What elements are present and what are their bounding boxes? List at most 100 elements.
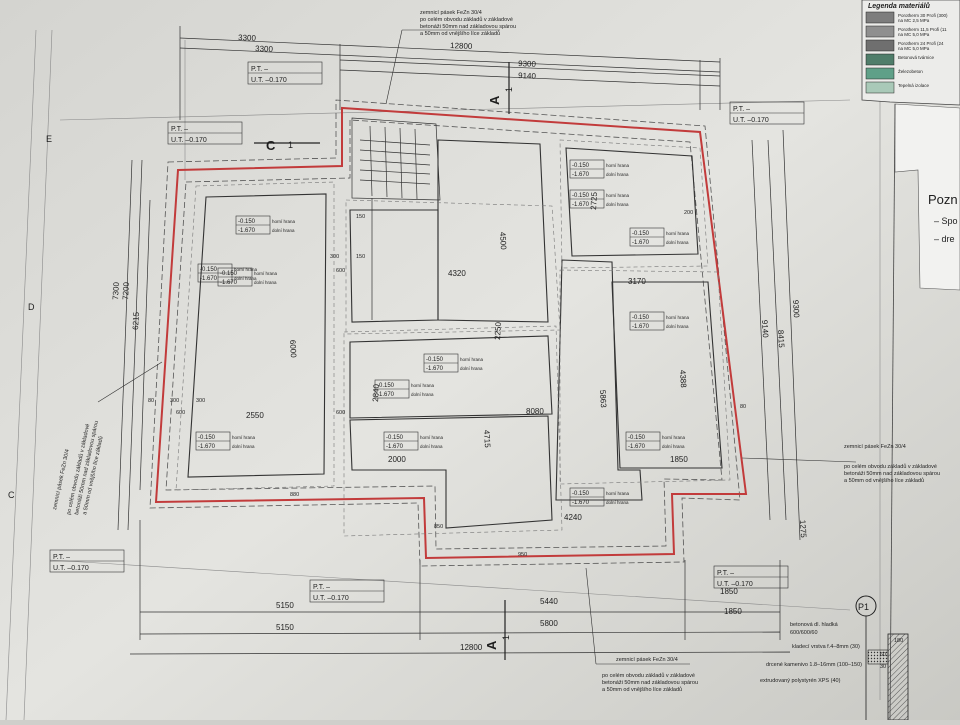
legend-swatch bbox=[865, 81, 895, 94]
level-top-value: -0.150 bbox=[632, 231, 650, 237]
level-top-value: -0.150 bbox=[426, 357, 444, 363]
footing-outline-inner bbox=[165, 119, 723, 550]
level-bottom-value: -1.670 bbox=[198, 444, 216, 450]
level-bottom-value: -1.670 bbox=[377, 392, 395, 398]
level-top-value: -0.150 bbox=[572, 163, 590, 169]
dim-5150: 5150 bbox=[276, 601, 294, 610]
pt-value: P.T. – bbox=[733, 106, 750, 113]
grid-letter-c: C bbox=[8, 490, 15, 500]
detail-p1-layer bbox=[867, 649, 889, 665]
dim-6215: 6215 bbox=[131, 311, 141, 330]
pt-value: P.T. – bbox=[313, 584, 330, 591]
dim-4715: 4715 bbox=[482, 430, 492, 449]
detail-p1-wall bbox=[887, 633, 909, 721]
detail-p1-d1: 180 bbox=[894, 638, 903, 644]
notes-title: Pozn bbox=[928, 192, 958, 207]
level-bottom-note: dolní hrana bbox=[666, 240, 689, 245]
pt-ut-box: P.T. –U.T. –0.170 bbox=[309, 579, 385, 603]
level-top-value: -0.150 bbox=[628, 435, 646, 441]
grid-letter-d: D bbox=[28, 302, 35, 312]
level-bottom-note: dolní hrana bbox=[606, 172, 629, 177]
dim-600b: 600 bbox=[336, 410, 345, 416]
legend-panel: Legenda materiálů Porotherm 30 Profi (30… bbox=[861, 0, 960, 106]
zemnici-bottom-line3: betonáži 50mm nad základovou spárou bbox=[602, 680, 698, 686]
legend-title: Legenda materiálů bbox=[868, 2, 931, 10]
legend-swatch bbox=[865, 25, 895, 38]
dim-300c: 300 bbox=[330, 254, 339, 260]
room-outlines bbox=[187, 139, 723, 529]
zemnici-right-line4: a 50mm od vnějšího líce základů bbox=[844, 477, 924, 484]
detail-p1-line4: extrudovaný polystyrén XPS (40) bbox=[760, 678, 841, 684]
pt-value: P.T. – bbox=[171, 126, 188, 133]
notes-line2: – dre bbox=[934, 234, 955, 244]
dim-4500: 4500 bbox=[498, 232, 508, 251]
detail-p1-marker: P1 bbox=[858, 602, 869, 612]
detail-p1-line2: kladecí vrstva f.4–8mm (30) bbox=[792, 644, 860, 650]
level-top-value: -0.150 bbox=[220, 271, 238, 277]
legend-item: Železobeton bbox=[865, 67, 923, 80]
ut-value: U.T. –0.170 bbox=[251, 77, 287, 84]
level-bottom-value: -1.670 bbox=[628, 444, 646, 450]
dim-9300-right: 9300 bbox=[791, 300, 801, 319]
pt-ut-box: P.T. –U.T. –0.170 bbox=[729, 101, 805, 125]
grid-lines bbox=[5, 29, 881, 721]
dim-8415-right: 8415 bbox=[776, 330, 786, 349]
dim-200: 200 bbox=[684, 210, 693, 216]
dim-600c: 600 bbox=[336, 268, 345, 274]
dim-950: 950 bbox=[518, 552, 527, 558]
level-top-note: horní hrana bbox=[666, 231, 690, 236]
legend-item-note: na MC 5,0 MPa bbox=[898, 46, 930, 51]
level-bottom-value: -1.670 bbox=[220, 280, 238, 286]
dim-2250: 2250 bbox=[493, 321, 503, 340]
level-top-note: horní hrana bbox=[606, 193, 630, 198]
level-bottom-note: dolní hrana bbox=[254, 280, 277, 285]
level-bottom-note: dolní hrana bbox=[420, 444, 443, 449]
top-dimension-lines bbox=[179, 26, 721, 120]
dim-5800: 5800 bbox=[540, 619, 558, 628]
dim-150b: 150 bbox=[356, 214, 365, 220]
section-mark-c: C 1 bbox=[254, 138, 320, 153]
section-c-letter: C bbox=[266, 138, 276, 153]
level-bottom-note: dolní hrana bbox=[234, 276, 257, 281]
dim-6000: 6000 bbox=[288, 340, 298, 359]
level-top-value: -0.150 bbox=[198, 435, 216, 441]
detail-p1-line1b: 600/600/60 bbox=[790, 630, 818, 636]
dim-2840: 2840 bbox=[371, 383, 381, 402]
zemnici-bottom-line2: po celém obvodu základů v základové bbox=[602, 672, 695, 679]
level-top-value: -0.150 bbox=[200, 267, 218, 273]
zemnici-bottom-line4: a 50mm od vnějšího líce základů bbox=[602, 686, 682, 693]
building-outline bbox=[154, 106, 748, 560]
zemnici-bottom-line1: zemnicí pásek FeZn 30/4 bbox=[616, 657, 678, 663]
section-a-top-num: 1 bbox=[504, 87, 514, 92]
dim-5440: 5440 bbox=[540, 597, 558, 606]
zemnici-top-line2: po celém obvodu základů v základové bbox=[420, 16, 513, 23]
legend-items: Porotherm 30 Profi (300)na MC 2,5 MPaPor… bbox=[865, 11, 948, 94]
legend-swatch bbox=[865, 53, 895, 66]
right-dimension-lines bbox=[751, 129, 801, 541]
level-bottom-note: dolní hrana bbox=[272, 228, 295, 233]
level-top-value: -0.150 bbox=[377, 383, 395, 389]
legend-item-name: Porotherm 11,5 Profi (11 bbox=[898, 27, 947, 32]
zemnici-top-line1: zemnicí pásek FeZn 30/4 bbox=[420, 10, 482, 16]
pt-ut-box: P.T. –U.T. –0.170 bbox=[247, 61, 323, 85]
dim-7200: 7200 bbox=[121, 281, 131, 300]
level-bottom-note: dolní hrana bbox=[606, 202, 629, 207]
level-bottom-note: dolní hrana bbox=[411, 392, 434, 397]
section-c-num: 1 bbox=[288, 140, 293, 150]
dim-1850: 1850 bbox=[720, 587, 738, 596]
level-top-note: horní hrana bbox=[254, 271, 278, 276]
legend-item-note: na MC 5,0 MPa bbox=[898, 32, 930, 37]
section-a-top-letter: A bbox=[487, 95, 502, 105]
dim-3170: 3170 bbox=[628, 277, 646, 286]
annotation-zemnici-left: zemnicí pásek FeZn 30/4 po celém obvodu … bbox=[52, 361, 163, 515]
section-a-bottom-letter: A bbox=[484, 640, 499, 650]
legend-item-name: Tepelná izolace bbox=[898, 83, 930, 88]
legend-item: Betonová tvárnice bbox=[865, 53, 935, 66]
